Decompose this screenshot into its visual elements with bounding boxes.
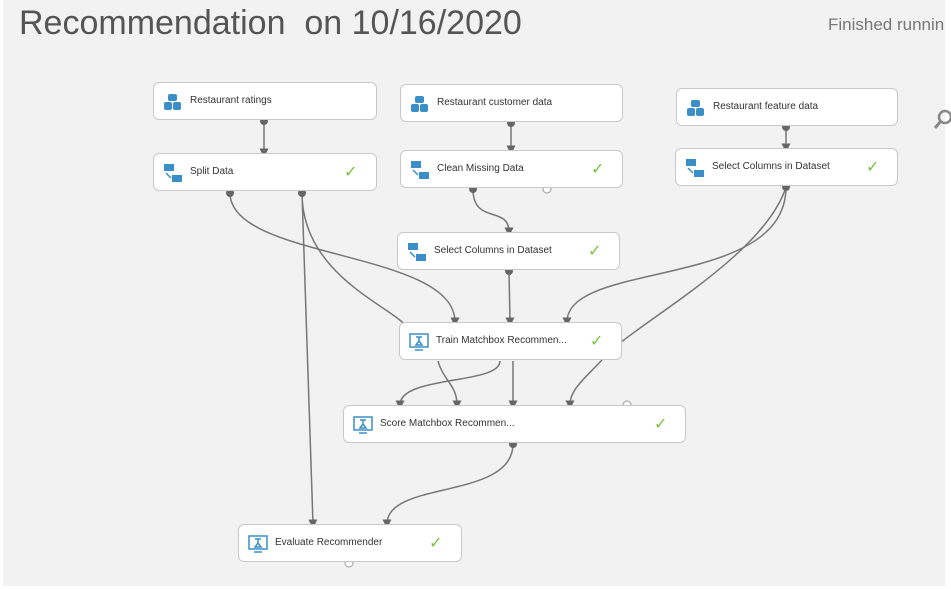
edge	[301, 192, 409, 331]
experiment-canvas[interactable]: Recommendation on 10/16/2020 Finished ru…	[3, 0, 951, 586]
node-evaluate-recommender[interactable]: Evaluate Recommender ✓	[238, 524, 462, 562]
module-icon	[686, 159, 704, 177]
node-label: Split Data	[190, 166, 234, 177]
node-split-data[interactable]: Split Data ✓	[153, 153, 377, 191]
dataset-icon	[687, 100, 704, 116]
check-icon: ✓	[344, 162, 358, 181]
edge	[301, 192, 318, 529]
check-icon: ✓	[591, 159, 605, 178]
search-icon[interactable]	[933, 108, 951, 132]
node-label: Clean Missing Data	[437, 163, 524, 174]
node-score-matchbox[interactable]: Score Matchbox Recommen... ✓	[343, 405, 686, 443]
run-status: Finished runnin	[828, 15, 945, 34]
node-restaurant-customer-data[interactable]: Restaurant customer data	[400, 84, 623, 122]
edge	[565, 186, 787, 410]
port	[298, 189, 306, 197]
dataset-icon	[164, 94, 181, 110]
node-restaurant-ratings[interactable]: Restaurant ratings	[153, 82, 377, 120]
check-icon: ✓	[654, 414, 668, 433]
edge	[382, 443, 514, 529]
node-train-matchbox[interactable]: Train Matchbox Recommen... ✓	[399, 322, 622, 360]
edge	[505, 270, 515, 327]
node-select-columns-middle[interactable]: Select Columns in Dataset ✓	[397, 232, 620, 270]
check-icon: ✓	[588, 241, 602, 260]
node-label: Evaluate Recommender	[275, 537, 383, 548]
node-restaurant-feature-data[interactable]: Restaurant feature data	[676, 88, 898, 126]
edge	[395, 360, 501, 410]
node-select-columns-right[interactable]: Select Columns in Dataset ✓	[675, 148, 898, 186]
edge	[437, 360, 462, 410]
node-label: Select Columns in Dataset	[712, 161, 830, 172]
check-icon: ✓	[429, 533, 443, 552]
page-title: Recommendation on 10/16/2020	[19, 4, 522, 42]
module-icon	[408, 243, 426, 261]
train-icon	[353, 416, 373, 434]
edge	[472, 188, 514, 237]
node-label: Select Columns in Dataset	[434, 245, 552, 256]
node-label: Restaurant customer data	[437, 97, 553, 108]
check-icon: ✓	[590, 331, 604, 350]
edge	[229, 192, 460, 327]
check-icon: ✓	[866, 157, 880, 176]
dataset-icon	[411, 96, 428, 112]
edge	[562, 186, 787, 327]
module-icon	[164, 164, 182, 182]
node-label: Restaurant ratings	[190, 95, 272, 106]
train-icon	[248, 535, 268, 553]
node-clean-missing-data[interactable]: Clean Missing Data ✓	[400, 150, 623, 188]
node-label: Score Matchbox Recommen...	[380, 418, 515, 429]
node-label: Restaurant feature data	[713, 101, 819, 112]
node-label: Train Matchbox Recommen...	[436, 335, 567, 346]
module-icon	[411, 161, 429, 179]
train-icon	[409, 333, 429, 351]
port	[226, 189, 234, 197]
